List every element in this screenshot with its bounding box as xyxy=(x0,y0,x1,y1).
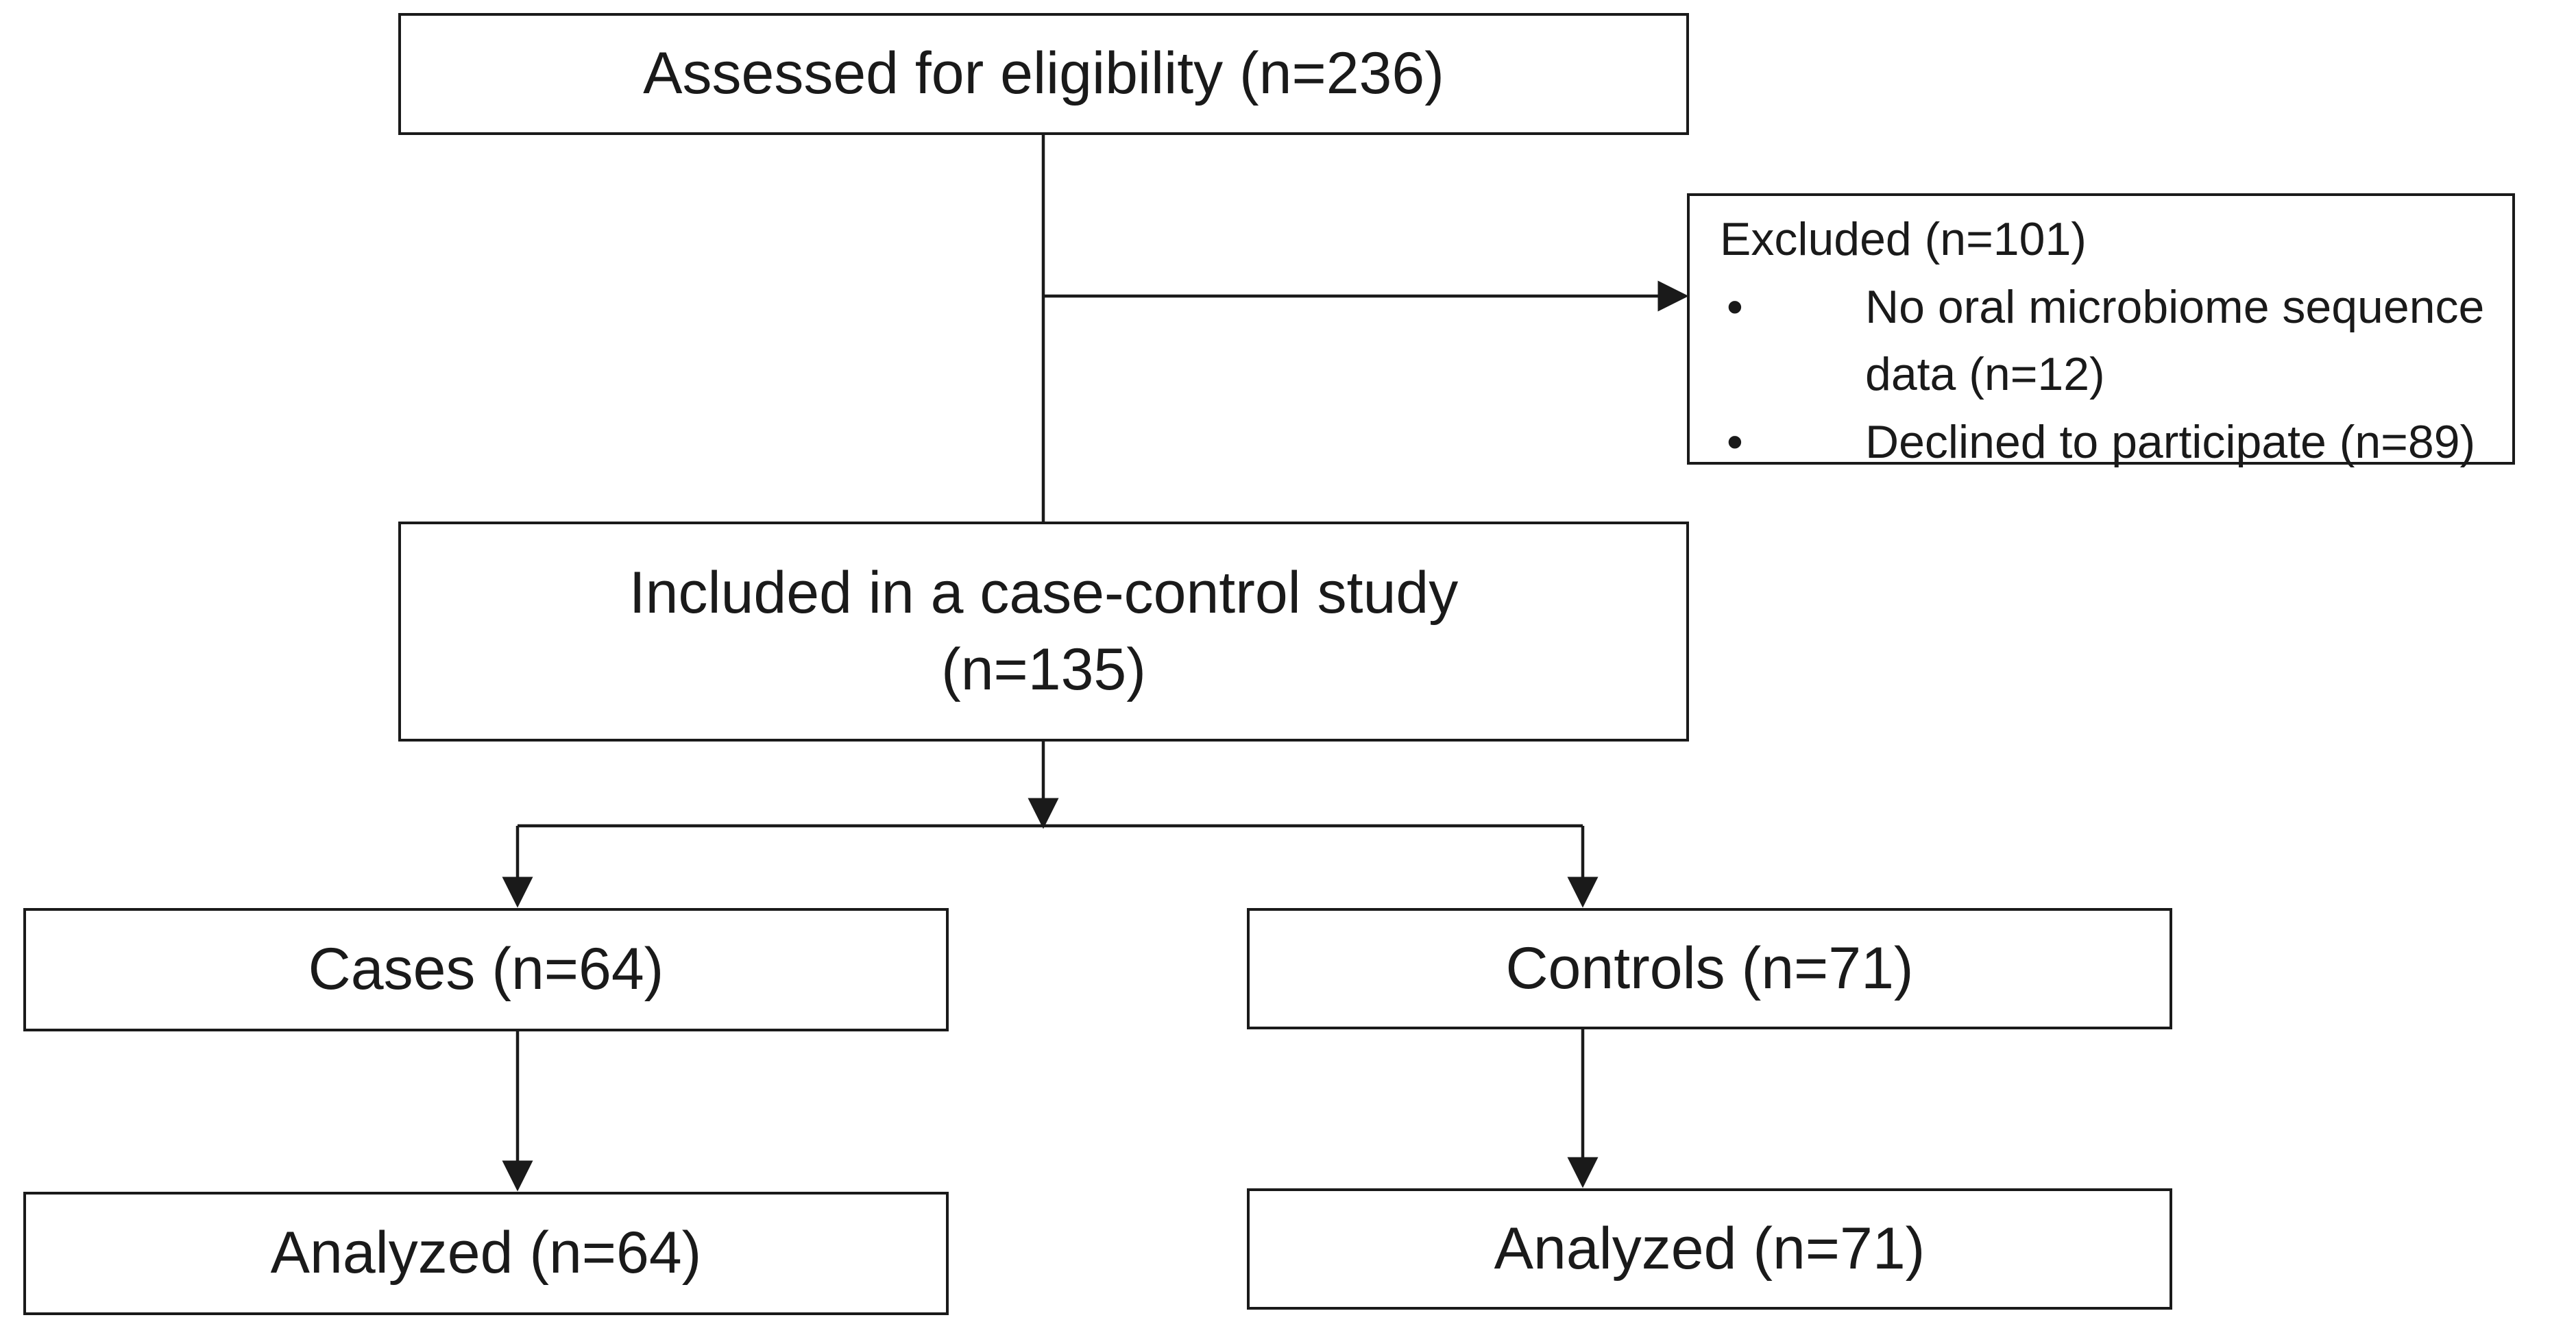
cases-label: Cases (n=64) xyxy=(308,936,664,1003)
bullet-icon: • xyxy=(1727,280,1743,333)
excluded-box: Excluded (n=101) • No oral microbiome se… xyxy=(1687,193,2515,468)
included-label-line1: Included in a case-control study xyxy=(629,559,1459,626)
included-label-line2: (n=135) xyxy=(941,636,1146,702)
assessed-label: Assessed for eligibility (n=236) xyxy=(643,40,1444,107)
excluded-reason-item: • Declined to participate (n=89) xyxy=(1720,408,2485,476)
controls-label: Controls (n=71) xyxy=(1505,935,1914,1001)
excluded-heading: Excluded (n=101) xyxy=(1720,213,2087,265)
controls-box: Controls (n=71) xyxy=(1247,908,2172,1029)
excluded-reason-label: Declined to participate (n=89) xyxy=(1865,415,2476,468)
assessed-box: Assessed for eligibility (n=236) xyxy=(398,13,1689,135)
cases-box: Cases (n=64) xyxy=(23,908,949,1031)
analyzed-controls-box: Analyzed (n=71) xyxy=(1247,1188,2172,1310)
analyzed-cases-box: Analyzed (n=64) xyxy=(23,1192,949,1315)
included-box: Included in a case-control study (n=135) xyxy=(398,522,1689,742)
excluded-reasons-list: • No oral microbiome sequence data (n=12… xyxy=(1720,273,2485,476)
excluded-reason-item: • No oral microbiome sequence data (n=12… xyxy=(1720,273,2485,408)
analyzed-controls-label: Analyzed (n=71) xyxy=(1494,1215,1925,1282)
analyzed-cases-label: Analyzed (n=64) xyxy=(270,1220,702,1286)
excluded-reason-label: No oral microbiome sequence data (n=12) xyxy=(1865,280,2485,401)
bullet-icon: • xyxy=(1727,415,1743,468)
